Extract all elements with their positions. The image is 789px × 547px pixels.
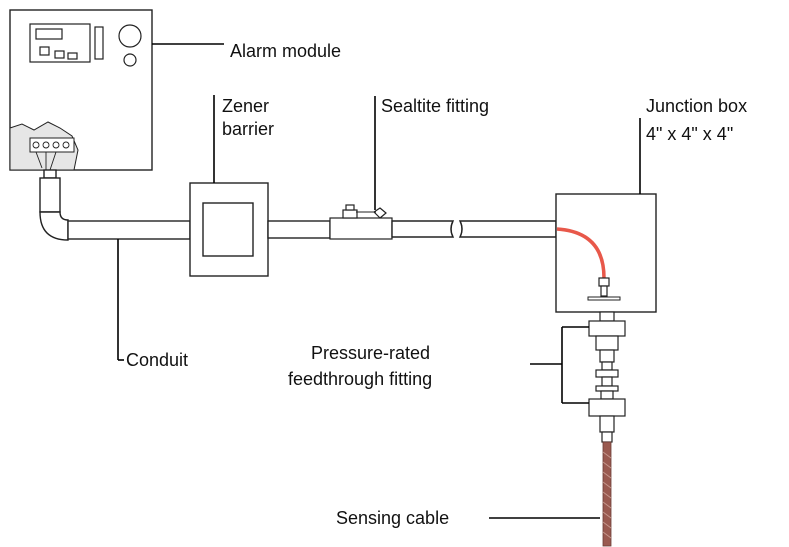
- label-zener-line1: Zener: [222, 96, 269, 116]
- conduit-segment: [391, 220, 455, 238]
- label-conduit: Conduit: [126, 350, 188, 370]
- label-zener-line2: barrier: [222, 119, 274, 139]
- sealtite-fitting: [329, 204, 393, 240]
- zener-barrier: [189, 182, 269, 277]
- feedthrough-fitting: [588, 311, 626, 443]
- conduit-segment: [267, 220, 331, 239]
- alarm-module: [9, 9, 153, 171]
- terminal-block: [29, 137, 75, 171]
- label-alarm-module: Alarm module: [230, 41, 341, 61]
- conduit: [39, 169, 191, 361]
- alarm-display-panel: [29, 23, 142, 67]
- label-junction-line2: 4" x 4" x 4": [646, 124, 733, 144]
- label-sealtite: Sealtite fitting: [381, 96, 489, 116]
- label-junction-line1: Junction box: [646, 96, 747, 116]
- sensing-cable: [602, 441, 612, 547]
- junction-box: [555, 193, 657, 313]
- conduit-segment: [458, 220, 557, 238]
- label-sensing-cable: Sensing cable: [336, 508, 449, 528]
- label-feedthrough-line2: feedthrough fitting: [288, 369, 432, 389]
- internal-wire: [556, 227, 606, 279]
- label-feedthrough-line1: Pressure-rated: [311, 343, 430, 363]
